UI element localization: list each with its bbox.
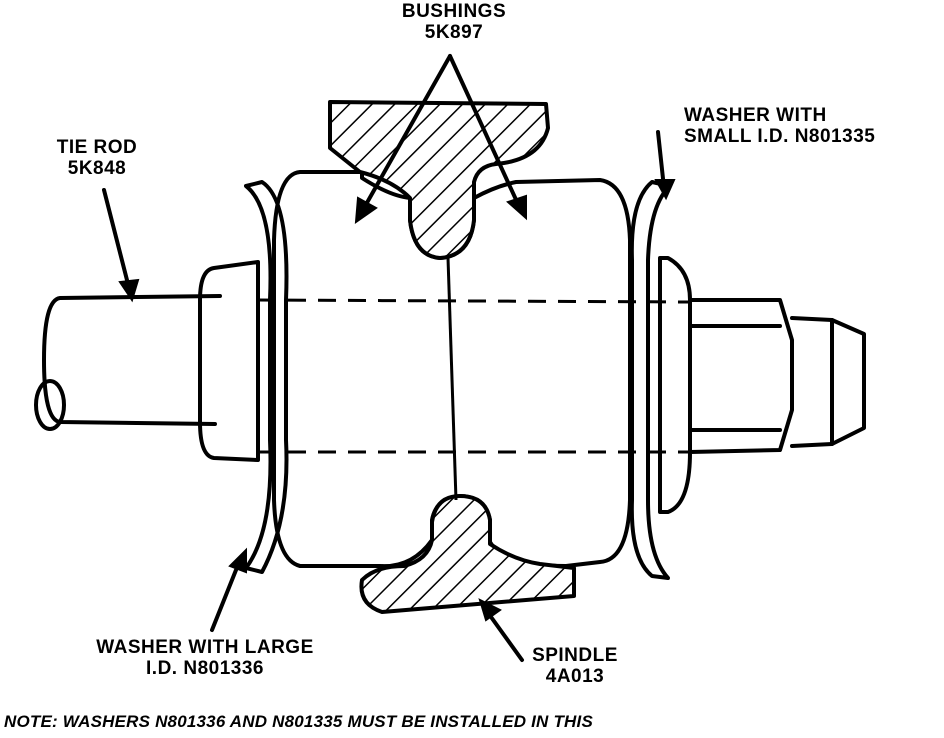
nut [658,256,794,514]
spindle-label-line1: SPINDLE [532,645,618,666]
large-washer-arrow [210,547,247,632]
tie-rod-arrow [102,188,140,303]
bushing-split-line [446,257,458,501]
washer-large-label-line1: WASHER WITH LARGE [96,637,314,658]
bushings-label-line2: 5K897 [424,21,484,43]
small-id-washer [629,180,672,580]
bushing-arrow-right [448,54,527,221]
tie-rod-label: TIE ROD 5K848 [42,137,152,179]
small-washer-arrow [654,130,676,201]
hidden-bore-lines [257,298,691,454]
washer-small-label-line1: WASHER WITH [684,105,827,126]
bushings-label-line1: BUSHINGS [401,1,507,22]
washer-small-label-line2: SMALL I.D. N801335 [684,125,876,147]
spindle-top-section [328,100,550,260]
spindle-label-line2: 4A013 [545,665,605,687]
tie-rod-label-line2: 5K848 [67,157,127,179]
bushings-label: BUSHINGS 5K897 [384,1,524,43]
tie-rod-shaft [34,294,222,431]
spindle-bottom-section [359,494,576,614]
installation-note: NOTE: WASHERS N801336 AND N801335 MUST B… [4,712,593,731]
stud-end [790,316,866,448]
spindle-label: SPINDLE 4A013 [520,645,630,687]
spindle-arrow [478,598,524,662]
bushing-arrow-left [354,54,452,225]
washer-large-label-line2: I.D. N801336 [146,657,264,679]
washer-small-label: WASHER WITH SMALL I.D. N801335 [684,105,876,147]
large-id-washer [244,180,289,574]
tie-rod-collar [198,260,260,462]
washer-large-label: WASHER WITH LARGE I.D. N801336 [60,637,350,679]
tie-rod-label-line1: TIE ROD [56,137,138,158]
